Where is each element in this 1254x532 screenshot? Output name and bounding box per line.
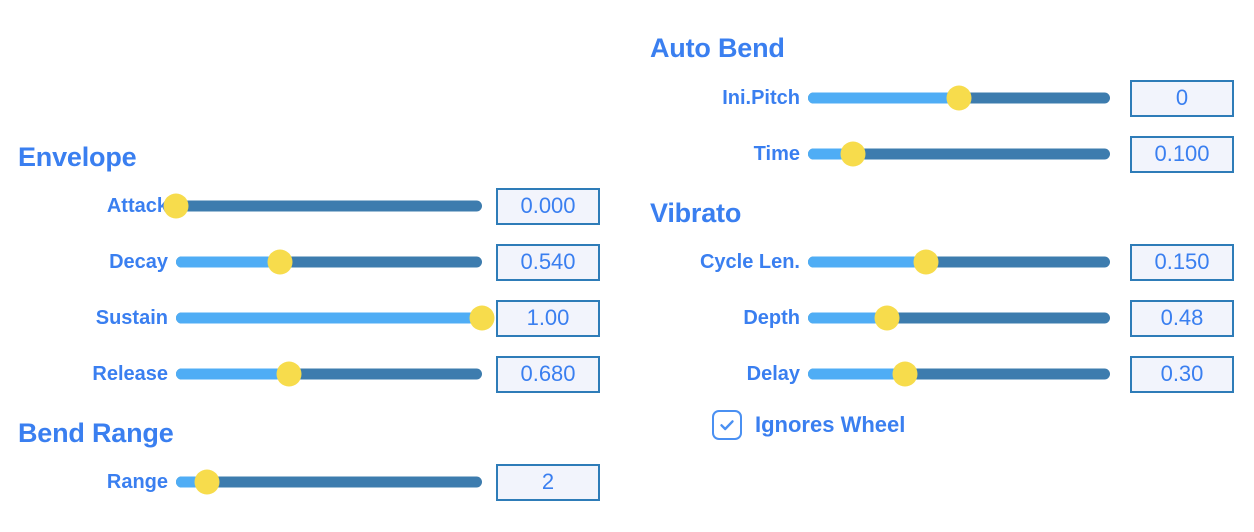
slider-label-decay: Decay — [109, 250, 168, 273]
ignores-wheel-row[interactable]: Ignores Wheel — [712, 410, 905, 440]
slider-row-release: Release 0.680 — [18, 354, 600, 394]
bend-range-group-title: Bend Range — [18, 418, 174, 448]
slider-knob-sustain[interactable] — [469, 305, 495, 331]
slider-label-time: Time — [753, 142, 800, 165]
slider-cycle-len[interactable] — [808, 245, 1110, 279]
slider-label-delay: Delay — [746, 362, 800, 385]
slider-ini-pitch[interactable] — [808, 81, 1110, 115]
slider-track-cycle-len[interactable] — [808, 256, 1110, 268]
slider-fill-delay — [808, 368, 905, 380]
slider-fill-sustain — [176, 312, 482, 324]
slider-track-depth[interactable] — [808, 312, 1110, 324]
slider-track-attack[interactable] — [176, 200, 482, 212]
slider-label-sustain: Sustain — [95, 306, 168, 329]
ignores-wheel-label: Ignores Wheel — [755, 412, 906, 437]
slider-knob-release[interactable] — [276, 361, 302, 387]
slider-time[interactable] — [808, 137, 1110, 171]
slider-track-range[interactable] — [176, 476, 482, 488]
slider-label-cycle-len: Cycle Len. — [699, 250, 800, 273]
ignores-wheel-checkbox[interactable] — [712, 410, 742, 440]
slider-fill-ini-pitch — [808, 92, 959, 104]
slider-fill-range — [176, 476, 207, 488]
envelope-group-title: Envelope — [18, 142, 137, 172]
right-panel: Auto Bend Ini.Pitch 0 Time 0.100 Vibrato… — [640, 0, 1254, 532]
slider-knob-depth[interactable] — [874, 305, 900, 331]
left-panel: Envelope Attack 0.000 Decay 0.540 Sustai… — [0, 0, 620, 532]
slider-track-delay[interactable] — [808, 368, 1110, 380]
slider-track-decay[interactable] — [176, 256, 482, 268]
slider-label-attack: Attack — [106, 194, 168, 217]
value-box-decay[interactable]: 0.540 — [496, 243, 600, 281]
slider-knob-ini-pitch[interactable] — [946, 85, 972, 111]
slider-track-release[interactable] — [176, 368, 482, 380]
slider-delay[interactable] — [808, 357, 1110, 391]
slider-label-depth: Depth — [743, 306, 800, 329]
slider-row-depth: Depth 0.48 — [650, 298, 1250, 338]
slider-label-release: Release — [92, 362, 168, 385]
vibrato-group-title: Vibrato — [650, 198, 742, 228]
slider-row-decay: Decay 0.540 — [18, 242, 600, 282]
slider-knob-cycle-len[interactable] — [913, 249, 939, 275]
slider-label-range: Range — [106, 470, 168, 493]
slider-row-sustain: Sustain 1.00 — [18, 298, 600, 338]
slider-knob-delay[interactable] — [892, 361, 918, 387]
slider-row-time: Time 0.100 — [650, 134, 1250, 174]
value-box-range[interactable]: 2 — [496, 463, 600, 501]
slider-knob-range[interactable] — [194, 469, 220, 495]
slider-decay[interactable] — [176, 245, 482, 279]
slider-label-ini-pitch: Ini.Pitch — [722, 86, 800, 109]
value-box-sustain[interactable]: 1.00 — [496, 299, 600, 337]
value-box-time[interactable]: 0.100 — [1130, 135, 1234, 173]
value-box-delay[interactable]: 0.30 — [1130, 355, 1234, 393]
slider-row-range: Range 2 — [18, 462, 600, 502]
slider-track-time[interactable] — [808, 148, 1110, 160]
slider-fill-decay — [176, 256, 281, 268]
slider-range[interactable] — [176, 465, 482, 499]
slider-knob-decay[interactable] — [267, 249, 293, 275]
slider-row-delay: Delay 0.30 — [650, 354, 1250, 394]
value-box-depth[interactable]: 0.48 — [1130, 299, 1234, 337]
slider-fill-cycle-len — [808, 256, 926, 268]
value-box-cycle-len[interactable]: 0.150 — [1130, 243, 1234, 281]
checkmark-icon — [720, 420, 734, 431]
auto-bend-group-title: Auto Bend — [650, 33, 785, 63]
value-box-attack[interactable]: 0.000 — [496, 187, 600, 225]
value-box-ini-pitch[interactable]: 0 — [1130, 79, 1234, 117]
slider-row-attack: Attack 0.000 — [18, 186, 600, 226]
slider-attack[interactable] — [163, 189, 482, 223]
slider-row-ini-pitch: Ini.Pitch 0 — [650, 78, 1250, 118]
value-box-release[interactable]: 0.680 — [496, 355, 600, 393]
slider-row-cycle-len: Cycle Len. 0.150 — [650, 242, 1250, 282]
slider-sustain[interactable] — [176, 301, 495, 335]
slider-fill-time — [808, 148, 854, 160]
slider-fill-depth — [808, 312, 887, 324]
slider-release[interactable] — [176, 357, 482, 391]
slider-fill-release — [176, 368, 290, 380]
slider-depth[interactable] — [808, 301, 1110, 335]
slider-knob-attack[interactable] — [163, 193, 189, 219]
slider-knob-time[interactable] — [840, 141, 866, 167]
